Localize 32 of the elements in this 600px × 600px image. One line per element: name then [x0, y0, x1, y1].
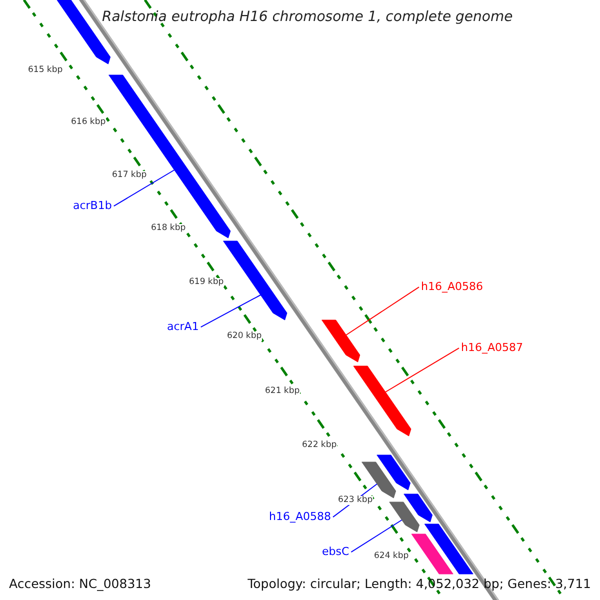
- kbp-tick-label: 623 kbp: [338, 496, 373, 506]
- gene-label: h16_A0586: [421, 281, 483, 294]
- gene-feature: [389, 502, 420, 532]
- kbp-tick-label: 624 kbp: [374, 552, 409, 562]
- leader-line: [346, 286, 420, 336]
- gene-feature: [223, 240, 288, 320]
- gene-label: acrB1b: [73, 200, 112, 212]
- gene-label: h16_A0588: [269, 511, 331, 524]
- title: Ralstonia eutropha H16 chromosome 1, complete genome: [101, 9, 514, 25]
- gene-label: ebsC: [322, 546, 350, 558]
- kbp-tick-label: 618 kbp: [151, 224, 186, 234]
- gene-label: acrA1: [167, 321, 199, 334]
- leader-line: [384, 348, 460, 392]
- gene-label: h16_A0587: [461, 342, 523, 354]
- leader-line: [200, 294, 262, 328]
- genome-info-text: Topology: circular; Length: 4,052,032 bp; Genes: 3,711: [248, 577, 591, 591]
- gene-feature: [322, 320, 360, 362]
- kbp-tick-label: 620 kbp: [227, 332, 262, 342]
- kbp-tick-label: 615 kbp: [28, 66, 63, 76]
- gene-feature: [404, 494, 433, 522]
- gene-feature: [353, 366, 412, 436]
- leader-line: [350, 520, 402, 553]
- kbp-tick-label: 617 kbp: [112, 171, 147, 180]
- kbp-tick-label: 621 kbp: [265, 387, 300, 396]
- kbp-tick-label: 622 kbp: [302, 441, 337, 450]
- kbp-tick-label: 619 kbp: [189, 278, 224, 288]
- gene-feature: [411, 534, 454, 574]
- gene-feature: [376, 454, 411, 490]
- genome-info-text: Accession: NC_008313: [9, 577, 152, 591]
- gene-feature: [424, 524, 474, 574]
- kbp-tick-label: 616 kbp: [71, 118, 106, 128]
- leader-line: [113, 170, 175, 207]
